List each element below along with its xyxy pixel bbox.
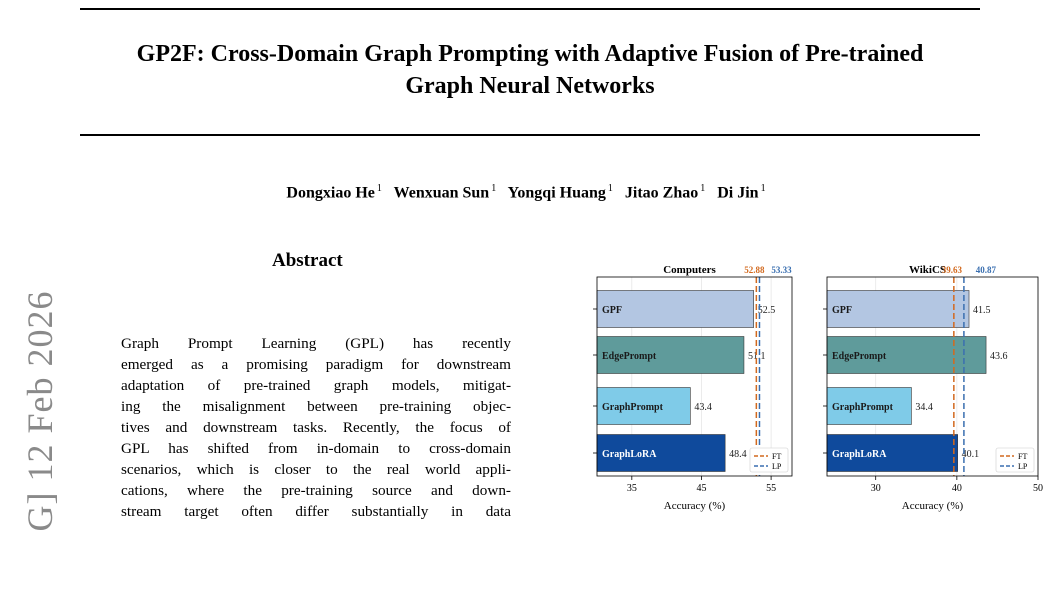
author-affiliation: 1 bbox=[607, 183, 613, 194]
abstract-line: tives and downstream tasks. Recently, th… bbox=[121, 419, 511, 436]
chart2-reference-value-ft: 39.63 bbox=[942, 265, 963, 275]
chart1-bar-gpf bbox=[596, 290, 754, 328]
chart2-bar-graphprompt bbox=[826, 387, 912, 425]
chart1-bar-label: GraphLoRA bbox=[602, 449, 657, 460]
abstract-line: emerged as a promising paradigm for down… bbox=[121, 356, 511, 373]
chart2-bar-graphlora bbox=[826, 434, 958, 472]
chart2-xtick-label: 40 bbox=[952, 483, 962, 494]
chart2-xlabel: Accuracy (%) bbox=[902, 500, 964, 512]
chart1-xlabel: Accuracy (%) bbox=[664, 500, 726, 512]
chart2-legend-box bbox=[995, 447, 1035, 473]
chart1-value-label: 51.1 bbox=[748, 351, 766, 362]
chart1-bar-graphlora bbox=[596, 434, 726, 472]
abstract-line: cations, where the pre-training source a… bbox=[121, 482, 511, 499]
chart1-legend-label: LP bbox=[772, 462, 782, 471]
author-name: Wenxuan Sun bbox=[393, 184, 490, 202]
chart2-value-label: 41.5 bbox=[973, 305, 991, 316]
chart2-xtick-label: 30 bbox=[871, 483, 881, 494]
chart2-bar-gpf bbox=[826, 290, 970, 328]
chart1-title: Computers bbox=[663, 264, 716, 276]
chart2-legend-label: LP bbox=[1018, 462, 1028, 471]
chart1-bar-label: GraphPrompt bbox=[602, 402, 664, 413]
top-rule bbox=[80, 8, 980, 10]
paper-title: GP2F: Cross-Domain Graph Prompting with … bbox=[80, 38, 980, 102]
chart1-value-label: 43.4 bbox=[694, 402, 712, 413]
chart1-bar-label: EdgePrompt bbox=[602, 351, 657, 362]
abstract-line: ing the misalignment between pre-trainin… bbox=[121, 398, 511, 415]
chart2-bar-label: GraphPrompt bbox=[832, 402, 894, 413]
chart2-bar-edgeprompt bbox=[826, 336, 987, 374]
chart2-value-label: 40.1 bbox=[962, 449, 980, 460]
chart1-xtick-label: 45 bbox=[696, 483, 706, 494]
chart2-reference-value-lp: 40.87 bbox=[976, 265, 997, 275]
chart2-bar-label: GPF bbox=[832, 305, 852, 316]
abstract-line: stream target often differ substantially… bbox=[121, 503, 511, 520]
author-name: Di Jin bbox=[717, 184, 759, 202]
chart2-title: WikiCS bbox=[909, 264, 946, 276]
abstract-line: adaptation of pre-trained graph models, … bbox=[121, 377, 511, 394]
chart1-legend-box bbox=[749, 447, 789, 473]
chart1-reference-value-lp: 53.33 bbox=[771, 265, 792, 275]
chart1-value-label: 52.5 bbox=[758, 305, 776, 316]
chart1-value-label: 48.4 bbox=[729, 449, 747, 460]
abstract-body: Graph Prompt Learning (GPL) has recently… bbox=[121, 333, 511, 522]
chart1-bar-label: GPF bbox=[602, 305, 622, 316]
chart1-legend-label: FT bbox=[772, 452, 781, 461]
chart2-value-label: 34.4 bbox=[915, 402, 933, 413]
author-affiliation: 1 bbox=[760, 183, 766, 194]
chart1-xtick-label: 55 bbox=[766, 483, 776, 494]
title-bottom-rule bbox=[80, 134, 980, 136]
author-name: Dongxiao He bbox=[286, 184, 375, 202]
author-name: Jitao Zhao bbox=[624, 184, 699, 202]
abstract-heading: Abstract bbox=[272, 250, 343, 271]
abstract-line: GPL has shifted from in-domain to cross-… bbox=[121, 440, 511, 457]
chart2-xtick-label: 50 bbox=[1033, 483, 1043, 494]
chart2-bar-label: GraphLoRA bbox=[832, 449, 887, 460]
chart2-value-label: 43.6 bbox=[990, 351, 1008, 362]
author-affiliation: 1 bbox=[376, 183, 382, 194]
author-affiliation: 1 bbox=[700, 183, 706, 194]
chart2-bar-label: EdgePrompt bbox=[832, 351, 887, 362]
abstract-line: scenarios, which is closer to the real w… bbox=[121, 461, 511, 478]
chart2-legend-label: FT bbox=[1018, 452, 1027, 461]
title-line-2: Graph Neural Networks bbox=[405, 73, 655, 99]
chart1-xtick-label: 35 bbox=[627, 483, 637, 494]
author-affiliation: 1 bbox=[491, 183, 497, 194]
abstract-line: Graph Prompt Learning (GPL) has recently bbox=[121, 335, 511, 352]
chart2-frame bbox=[826, 276, 1039, 477]
chart1-frame bbox=[596, 276, 793, 477]
chart1-reference-value-ft: 52.88 bbox=[744, 265, 765, 275]
author-name: Yongqi Huang bbox=[507, 184, 606, 202]
title-line-1: GP2F: Cross-Domain Graph Prompting with … bbox=[136, 41, 924, 67]
